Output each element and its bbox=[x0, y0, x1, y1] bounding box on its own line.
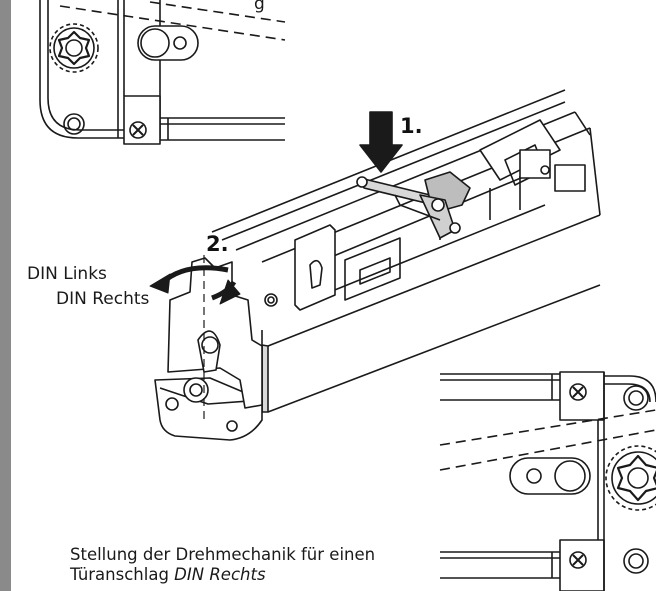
top-left-bracket-detail bbox=[39, 0, 286, 145]
caption-din-rechts: DIN Rechts bbox=[174, 565, 266, 584]
side-margin-bar bbox=[0, 0, 11, 591]
figure-caption: Stellung der Drehmechanik für einen Türa… bbox=[70, 545, 375, 585]
caption-line-2-prefix: Türanschlag bbox=[70, 565, 175, 584]
bottom-right-bracket-detail bbox=[439, 371, 656, 591]
release-lever bbox=[356, 171, 471, 239]
step-1-label: 1. bbox=[400, 114, 423, 138]
din-links-label: DIN Links bbox=[27, 264, 107, 284]
caption-line-2: Türanschlag DIN Rechts bbox=[70, 565, 375, 585]
step-2-label: 2. bbox=[206, 232, 229, 256]
push-arrow bbox=[359, 111, 403, 173]
rotation-mechanism bbox=[154, 255, 263, 441]
caption-line-1: Stellung der Drehmechanik für einen bbox=[70, 545, 376, 564]
end-plate-bracket bbox=[264, 224, 336, 311]
rotation-arrows bbox=[149, 265, 241, 305]
top-text-fragment: g bbox=[254, 0, 265, 14]
din-rechts-label: DIN Rechts bbox=[56, 289, 150, 309]
door-closer-body bbox=[211, 89, 601, 413]
